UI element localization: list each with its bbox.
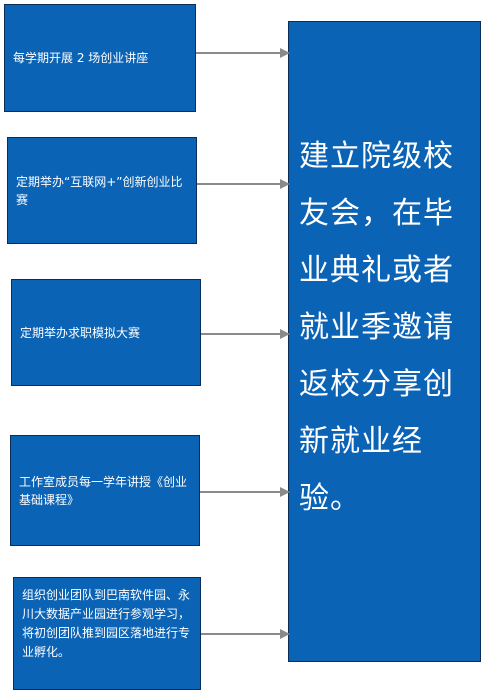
alumni-association-box: 建立院级校友会，在毕业典礼或者就业季邀请返校分享创新就业经验。: [288, 21, 481, 662]
activity-box-text: 定期举办求职模拟大赛: [20, 325, 141, 340]
activity-box-text: 组织创业团队到巴南软件园、永川大数据产业园进行参观学习，将初创团队推到园区落地进…: [22, 588, 191, 659]
activity-box-course: 工作室成员每一学年讲授《创业基础课程》: [10, 435, 200, 546]
activity-box-incubation: 组织创业团队到巴南软件园、永川大数据产业园进行参观学习，将初创团队推到园区落地进…: [13, 577, 201, 690]
activity-box-text: 每学期开展 2 场创业讲座: [13, 51, 149, 65]
alumni-association-text: 建立院级校友会，在毕业典礼或者就业季邀请返校分享创新就业经验。: [299, 139, 454, 516]
activity-box-competition: 定期举办“互联网+”创新创业比赛: [7, 137, 197, 244]
activity-box-job-simulation: 定期举办求职模拟大赛: [11, 279, 201, 386]
activity-box-lectures: 每学期开展 2 场创业讲座: [4, 4, 196, 112]
activity-box-text: 定期举办“互联网+”创新创业比赛: [16, 174, 183, 207]
activity-box-text: 工作室成员每一学年讲授《创业基础课程》: [19, 474, 188, 507]
